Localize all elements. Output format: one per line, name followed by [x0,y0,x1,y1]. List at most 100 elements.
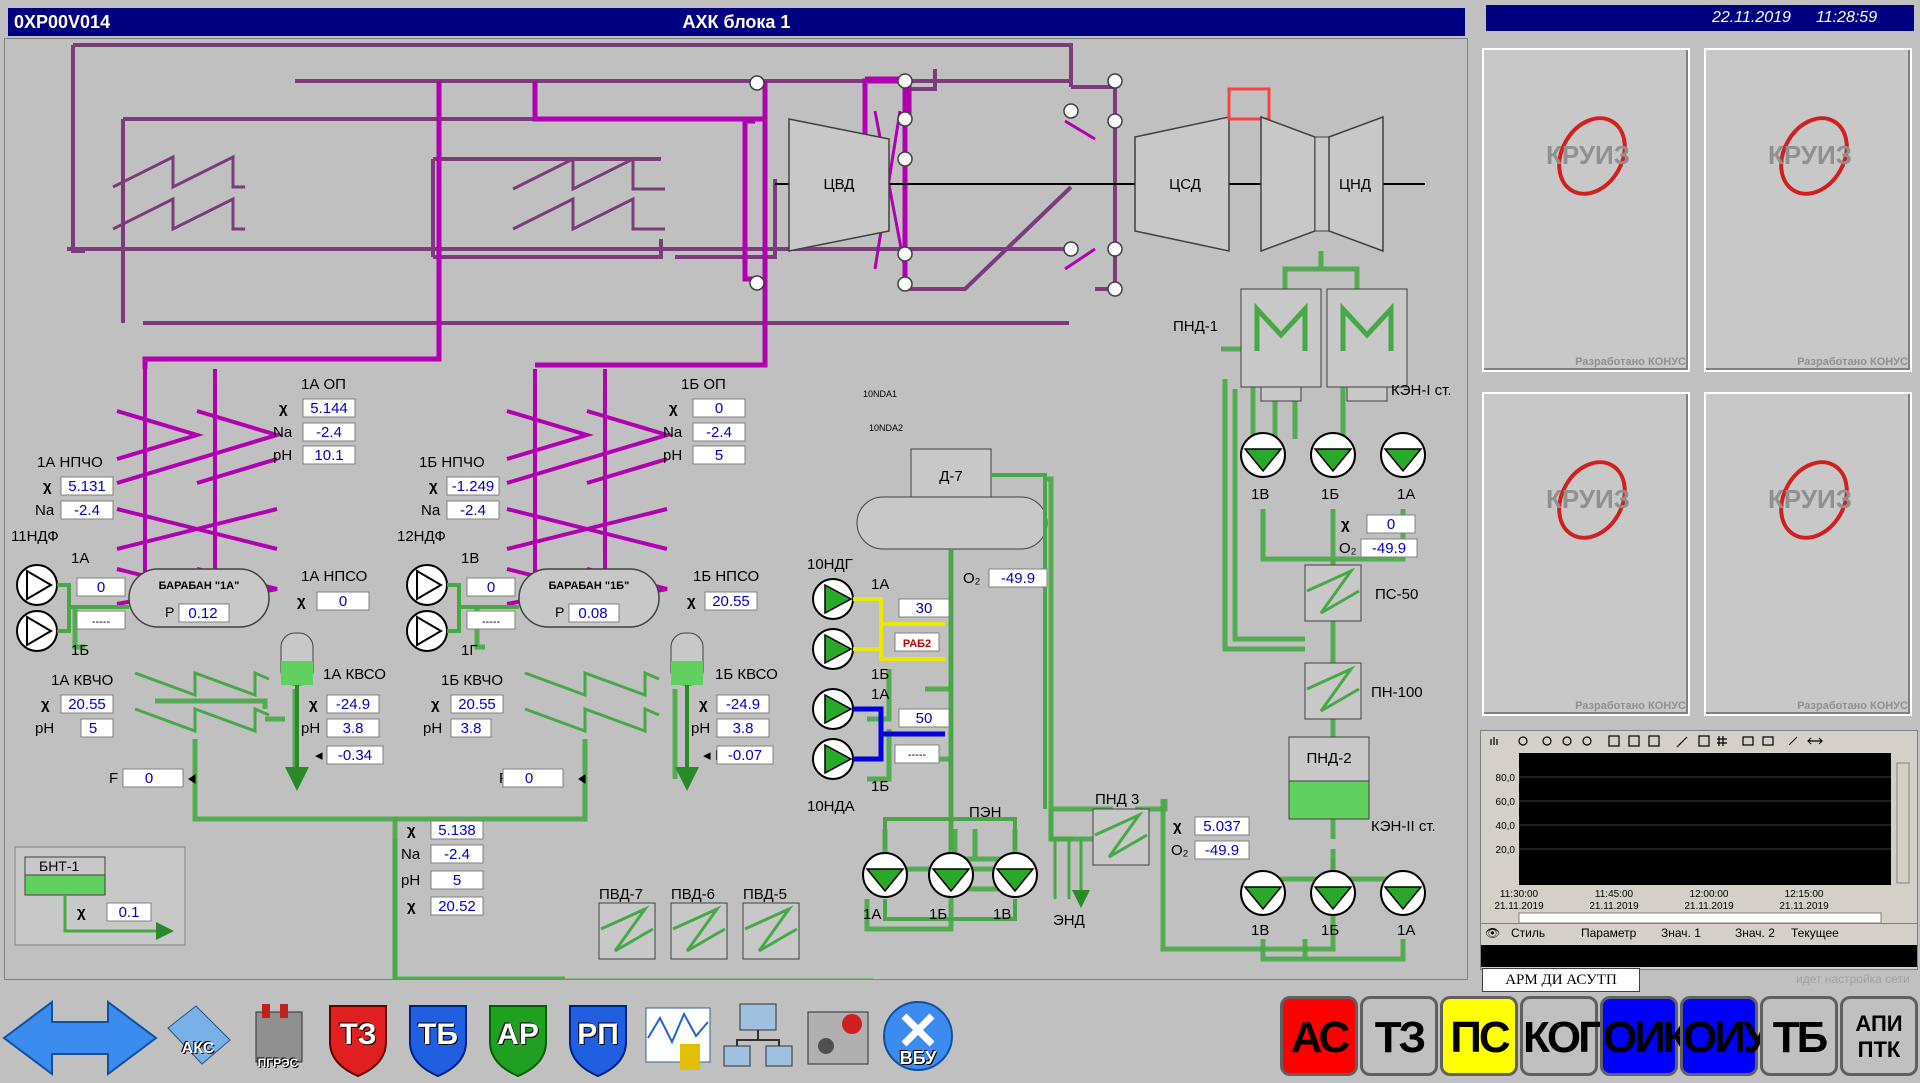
svg-text:60,0: 60,0 [1496,797,1516,808]
window-titlebar: 0XP00V014 АХК блока 1 [8,8,1465,36]
svg-text:21.11.2019: 21.11.2019 [1779,901,1829,912]
svg-text:χ: χ [43,478,52,495]
trend-vscroll[interactable] [1896,762,1910,884]
pn-100[interactable] [1304,662,1362,720]
kvcho-1b-ph: 3.8 [461,720,482,737]
svg-text:Na: Na [663,424,683,441]
deaerator-tag2: 10NDA2 [869,423,903,433]
panel-dev-note: Разработано КОНУС [1575,356,1686,368]
svg-text:1А: 1А [1397,922,1415,939]
view-panel-2[interactable]: КРУИЗ Разработано КОНУС [1704,48,1912,372]
view-panel-3[interactable]: КРУИЗ Разработано КОНУС [1482,392,1690,716]
view-panel-4[interactable]: КРУИЗ Разработано КОНУС [1704,392,1912,716]
vbu-icon[interactable]: ВБУ [880,998,956,1078]
kvso-1a-f: -0.34 [338,747,372,764]
svg-text:1В: 1В [461,550,479,567]
svg-text:1В: 1В [1251,486,1269,503]
deaerator-tank[interactable] [856,496,1048,550]
grid-icon [1717,736,1727,746]
trend-toolbar [1481,731,1917,753]
svg-text:1А: 1А [871,686,889,703]
pvd-6[interactable] [670,902,728,960]
svg-text:1Б: 1Б [71,642,89,659]
ps-50[interactable] [1304,564,1362,622]
tb-icon[interactable]: ТБ [400,998,476,1078]
trend-chart[interactable]: 80,0 60,0 40,0 20,0 11:30:00 21.11.2019 … [1481,753,1917,923]
svg-text:80,0: 80,0 [1496,773,1516,784]
alarm-as-button[interactable]: АС [1280,996,1358,1076]
alarm-kop-button[interactable]: КОП [1520,996,1610,1076]
svg-text:1А: 1А [1397,486,1415,503]
pnd-3[interactable] [1092,808,1150,866]
svg-text:1В: 1В [1251,922,1269,939]
deaerator-o2: -49.9 [1001,570,1035,587]
nda-value: 50 [916,710,933,727]
svg-text:11:45:00: 11:45:00 [1595,889,1634,900]
drum-1a[interactable] [128,568,270,628]
ndf12-value: 0 [487,579,495,596]
svg-text:pH: pH [691,720,710,737]
alarm-ps-button[interactable]: ПС [1440,996,1518,1076]
aks-icon[interactable]: АКС [160,998,236,1078]
ken1-chi: 0 [1387,516,1395,533]
turbine-ip[interactable] [1134,116,1230,252]
deaerator-label: Д-7 [939,468,963,485]
svg-text:Na: Na [421,502,441,519]
drum-1b[interactable] [518,568,660,628]
view-panel-1[interactable]: КРУИЗ Разработано КОНУС [1482,48,1690,372]
bnt-1-label: БНТ-1 [39,858,80,874]
drum-1b-p: 0.08 [578,605,607,622]
nav-arrows-icon[interactable] [0,1000,160,1076]
eye-icon[interactable]: 👁 [1485,926,1501,940]
pvd-7[interactable] [598,902,656,960]
pnd-3-label: ПНД 3 [1095,791,1139,808]
save-icon [1742,736,1754,746]
svg-text:1А: 1А [871,576,889,593]
alarm-tb-button[interactable]: ТБ [1760,996,1838,1076]
pnd-1a[interactable] [1240,288,1322,388]
alarm-tz-button[interactable]: ТЗ [1360,996,1438,1076]
tz-icon[interactable]: ТЗ [320,998,396,1078]
svg-text:КРУИЗ: КРУИЗ [1546,484,1630,514]
kvcho-1b-chi: 20.55 [458,696,496,713]
turbine-lp-label: ЦНД [1339,176,1371,193]
pvd-5-label: ПВД-5 [743,886,787,903]
alarm-oik-button[interactable]: ОИК [1600,996,1690,1076]
kvcho-1a-ph: 5 [89,720,97,737]
pnd2-chi: 5.037 [1203,818,1241,835]
svg-text:21.11.2019: 21.11.2019 [1684,901,1734,912]
svg-text:χ: χ [279,400,288,417]
settings-icon[interactable] [800,998,876,1078]
svg-text:F: F [109,770,118,787]
alarm-api-ptk-button[interactable]: АПИ ПТК [1840,996,1918,1076]
npso-1b-chi: 20.55 [712,593,750,610]
trends-icon[interactable] [640,998,716,1078]
turbine-hp[interactable] [788,118,890,252]
npcho-1b-na: -2.4 [460,502,486,519]
alarm-oiu-button[interactable]: ОИУ [1680,996,1770,1076]
clock-bar: 22.11.2019 11:28:59 [1486,5,1914,31]
pgres-icon[interactable]: ПГРЭС [240,998,316,1078]
arm-button[interactable]: АРМ ДИ АСУТП [1482,968,1640,992]
svg-text:χ: χ [699,696,708,713]
feed-na: -2.4 [444,846,470,863]
panel-dev-note: Разработано КОНУС [1797,700,1908,712]
ps-50-label: ПС-50 [1375,586,1418,603]
window-code: 0XP00V014 [14,12,111,32]
network-icon[interactable] [720,998,796,1078]
turbine-lp[interactable] [1328,115,1384,253]
pn-100-label: ПН-100 [1371,684,1423,701]
svg-text:21.11.2019: 21.11.2019 [1494,901,1544,912]
feed-chi: 5.138 [438,822,476,839]
pvd-5[interactable] [742,902,800,960]
kvso-1b-f: -0.07 [728,747,762,764]
ar-icon[interactable]: АР [480,998,556,1078]
trend-scrollbar[interactable] [1518,912,1882,923]
svg-text:12:15:00: 12:15:00 [1785,889,1824,900]
npso-1a-label: 1А НПСО [301,568,367,585]
rp-icon[interactable]: РП [560,998,636,1078]
svg-text:Na: Na [401,846,421,863]
mnemonic-scheme: ЦВД ЦСД ЦНД [4,38,1468,980]
kvcho-1a-label: 1А КВЧО [51,672,113,689]
